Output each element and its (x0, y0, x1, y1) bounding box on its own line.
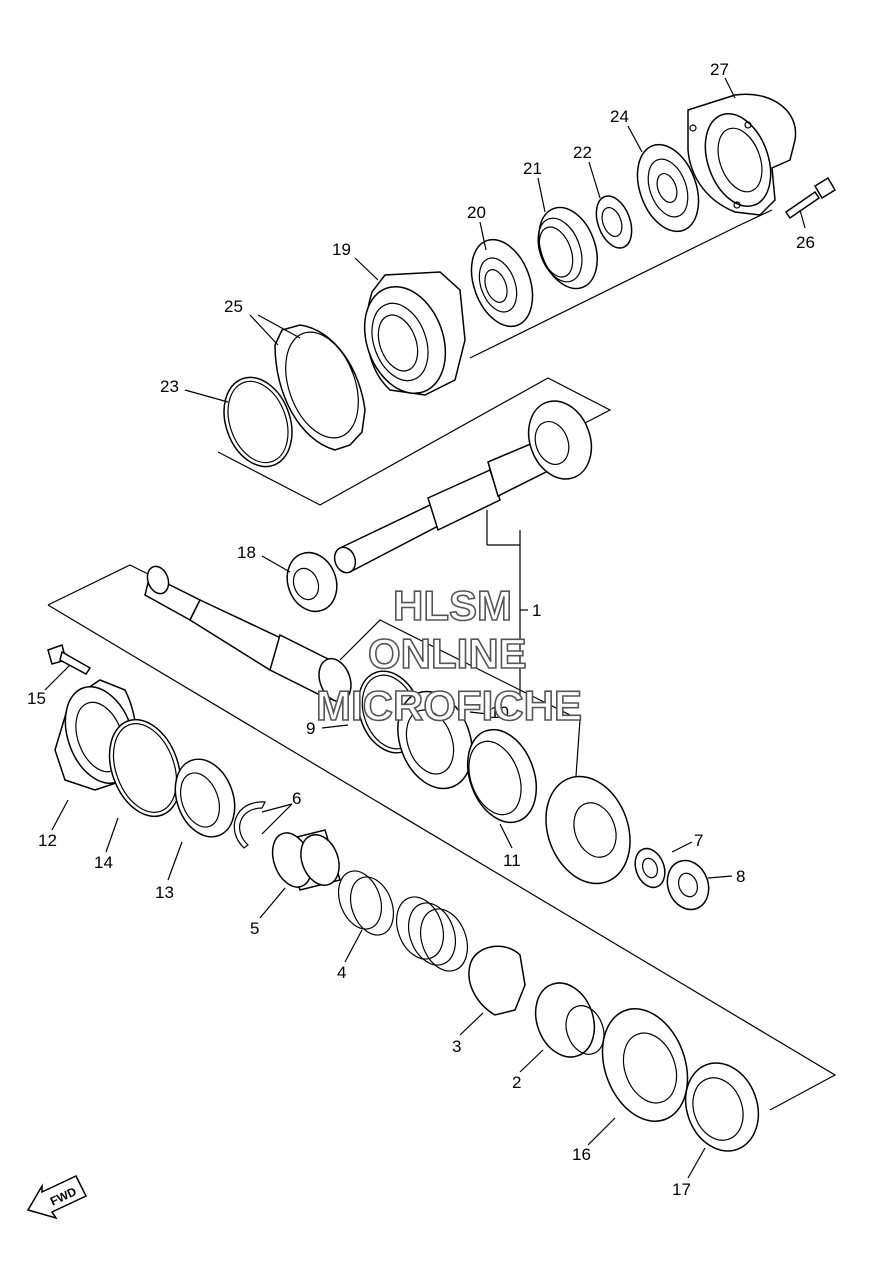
callout-23: 23 (160, 377, 179, 396)
callout-25: 25 (224, 297, 243, 316)
lower-group-outline (47, 510, 837, 1111)
callout-22: 22 (573, 143, 592, 162)
callout-5: 5 (250, 919, 259, 938)
part-21-bearing (537, 206, 598, 290)
callout-15: 15 (27, 689, 46, 708)
part-14-o-ring (108, 718, 182, 818)
lower-shaft (144, 565, 352, 703)
part-20-bearing (470, 238, 534, 328)
callout-14: 14 (94, 853, 113, 872)
callout-10: 10 (490, 703, 509, 722)
part-22-nut (595, 195, 633, 249)
callout-16: 16 (572, 1145, 591, 1164)
callout-24: 24 (610, 107, 629, 126)
bevel-gear (545, 775, 631, 885)
part-26-bolt (784, 176, 837, 220)
part-25-gasket (274, 324, 366, 451)
part-18-bearing (286, 551, 338, 613)
part-4-spring (337, 870, 468, 972)
callout-4: 4 (337, 963, 346, 982)
part-2-gear (534, 982, 605, 1058)
callout-9: 9 (306, 719, 315, 738)
callout-6: 6 (292, 789, 301, 808)
upper-group-outline (217, 209, 773, 506)
part-23-o-ring (223, 376, 293, 468)
callout-13: 13 (155, 883, 174, 902)
callout-1: 1 (532, 601, 541, 620)
callout-20: 20 (467, 203, 486, 222)
upper-shaft (333, 400, 593, 574)
part-3-clutch (468, 945, 526, 1016)
watermark-line-3: MICROFICHE (316, 682, 582, 729)
part-6-circlip (233, 801, 266, 849)
watermark-line-2: ONLINE (368, 630, 527, 677)
part-11-race (466, 728, 538, 824)
callout-2: 2 (512, 1073, 521, 1092)
callout-19: 19 (332, 240, 351, 259)
part-15-bolt (47, 644, 92, 675)
callout-18: 18 (237, 543, 256, 562)
part-19-housing (363, 271, 466, 396)
callout-3: 3 (452, 1037, 461, 1056)
part-10-bearing (397, 690, 473, 790)
callout-7: 7 (694, 831, 703, 850)
part-8-nut (666, 859, 710, 911)
part-16-gear (601, 1008, 689, 1122)
part-17-bearing (684, 1062, 760, 1152)
fwd-arrow-icon: FWD (26, 1175, 88, 1220)
callout-27: 27 (710, 60, 729, 79)
part-5-collar (271, 829, 341, 891)
callout-11: 11 (503, 851, 521, 870)
part-7-washer (634, 847, 666, 889)
part-24-oil-seal (636, 143, 700, 233)
watermark-line-1: HLSM (393, 582, 512, 629)
part-13-oil-seal (174, 758, 236, 838)
callout-26: 26 (796, 233, 815, 252)
part-27-cover (687, 93, 797, 216)
callout-17: 17 (672, 1180, 691, 1199)
callout-8: 8 (736, 867, 745, 886)
leader-lines (44, 77, 806, 1179)
callout-12: 12 (38, 831, 57, 850)
callout-21: 21 (523, 159, 542, 178)
